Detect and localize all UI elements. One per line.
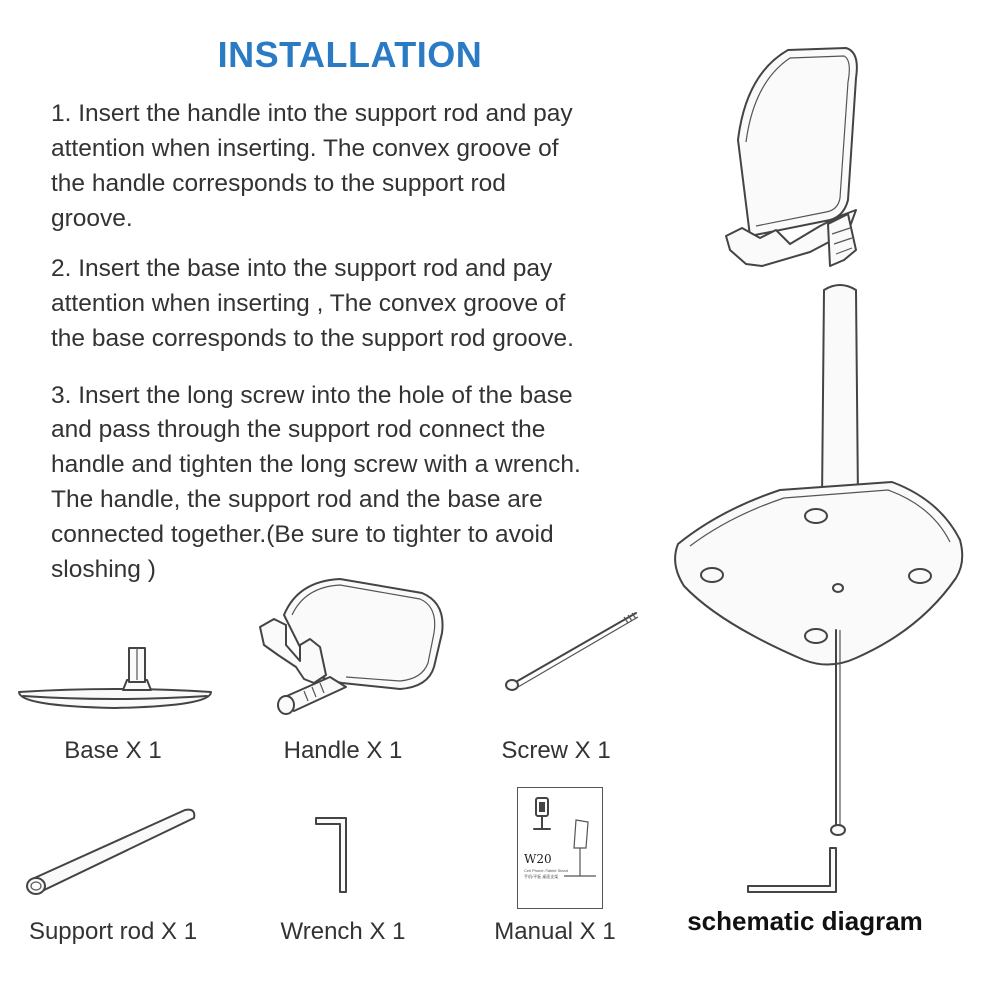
part-label-base: Base X 1 [64, 737, 162, 764]
step-line: 2. Insert the base into the support rod … [51, 255, 553, 282]
manual-model: W20 [524, 852, 552, 866]
stand-thumbnail-icon [533, 797, 551, 830]
manual-subtitle: Cell Phone /Tablet Stand [524, 868, 569, 873]
wrench-icon [315, 817, 347, 893]
handle-icon [259, 578, 444, 715]
step-line: 3. Insert the long screw into the hole o… [51, 382, 573, 409]
schematic-diagram-icon [674, 47, 964, 893]
manual-subtitle-cn: 手机/平板 桌面支架 [524, 874, 559, 879]
step-line: the base corresponds to the support rod … [51, 325, 574, 352]
part-label-support-rod: Support rod X 1 [28, 918, 198, 945]
instruction-step-1: 1. Insert the handle into the support ro… [51, 96, 634, 236]
step-line: sloshing ) [51, 556, 156, 583]
step-line: The handle, the support rod and the base… [51, 486, 543, 513]
page-title: INSTALLATION [217, 34, 483, 75]
stand-illustration-icon [564, 819, 596, 877]
part-label-screw: Screw X 1 [501, 737, 611, 764]
part-label-manual: Manual X 1 [494, 918, 616, 945]
support-rod-icon [26, 808, 196, 895]
instruction-step-2: 2. Insert the base into the support rod … [51, 251, 634, 356]
part-label-handle: Handle X 1 [283, 737, 403, 764]
schematic-diagram-label: schematic diagram [687, 906, 923, 936]
step-line: attention when inserting. The convex gro… [51, 135, 559, 162]
manual-icon: W20 Cell Phone /Tablet Stand 手机/平板 桌面支架 [517, 787, 603, 909]
screw-icon [505, 612, 639, 691]
instruction-step-3: 3. Insert the long screw into the hole o… [51, 380, 634, 587]
step-line: handle and tighten the long screw with a… [51, 451, 581, 478]
part-label-wrench: Wrench X 1 [280, 918, 406, 945]
step-line: connected together.(Be sure to tighter t… [51, 521, 554, 548]
step-line: groove. [51, 205, 133, 232]
step-line: the handle corresponds to the support ro… [51, 170, 506, 197]
step-line: attention when inserting , The convex gr… [51, 290, 566, 317]
step-line: 1. Insert the handle into the support ro… [51, 100, 573, 127]
step-line: and pass through the support rod connect… [51, 416, 546, 443]
base-icon [18, 647, 212, 709]
